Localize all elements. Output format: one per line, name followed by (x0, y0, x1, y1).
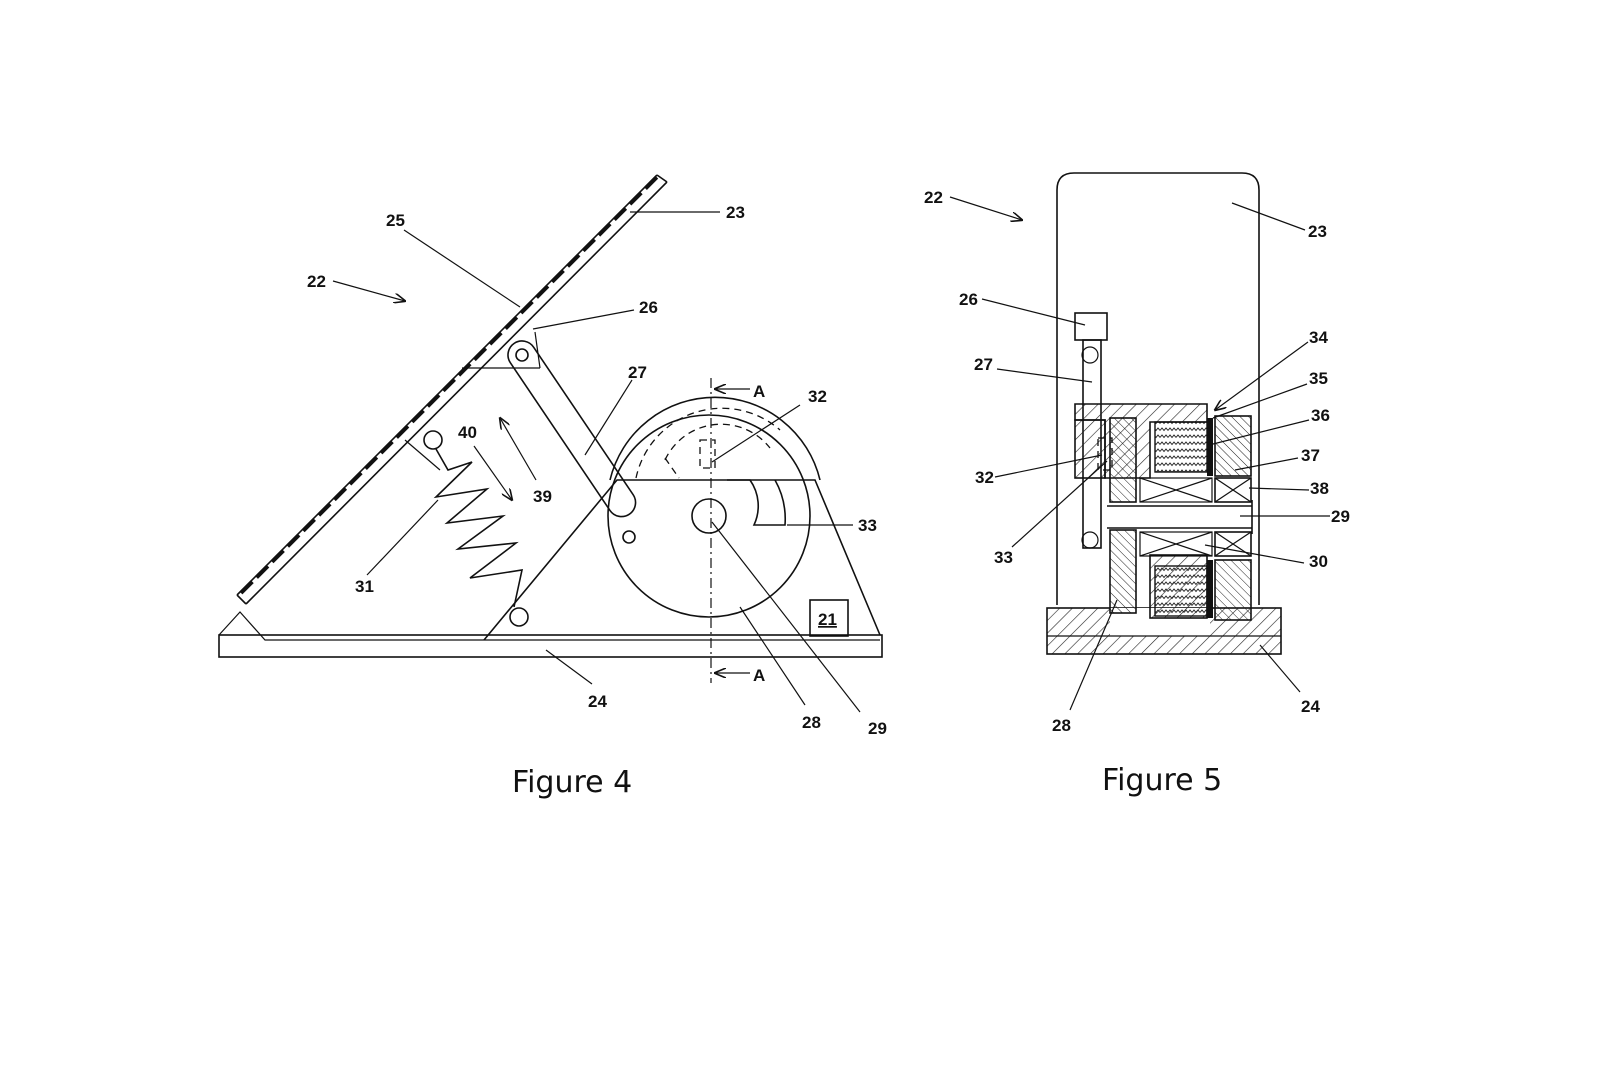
label-38: 38 (1310, 479, 1329, 498)
label-section-a-top: A (753, 382, 765, 401)
label-22: 22 (307, 272, 326, 291)
rotor-28-lower (1109, 529, 1137, 614)
label-29: 29 (868, 719, 887, 738)
housing-arc (609, 396, 821, 481)
bearing-30 (1139, 477, 1213, 557)
label-40: 40 (458, 423, 477, 442)
disc-37-upper (1214, 415, 1252, 477)
sensor-track (664, 423, 771, 461)
link-pin-upper (515, 348, 529, 362)
label-37: 37 (1301, 446, 1320, 465)
label-24: 24 (588, 692, 607, 711)
label-section-a-bottom: A (753, 666, 765, 685)
label-33-fig5: 33 (994, 548, 1013, 567)
link-pin-lower (622, 530, 636, 544)
shaft-29-section (1107, 500, 1253, 534)
label-26: 26 (639, 298, 658, 317)
label-27: 27 (628, 363, 647, 382)
control-unit-21 (809, 599, 849, 637)
figure-5: 22 23 26 27 34 35 36 37 32 38 29 33 30 2… (924, 172, 1350, 798)
housing-frame (483, 479, 881, 641)
coil-lower (1154, 565, 1208, 617)
shaft-29 (691, 498, 727, 534)
label-36: 36 (1311, 406, 1330, 425)
pivot-pin-upper (423, 430, 443, 450)
label-21: 21 (818, 610, 837, 629)
bracket-26 (1074, 312, 1108, 341)
coil-upper (1154, 421, 1208, 473)
label-39: 39 (533, 487, 552, 506)
armature-35-lower (1207, 560, 1213, 618)
tread-surface-25 (239, 172, 662, 595)
arrow-40 (473, 445, 512, 500)
bearing-38 (1214, 477, 1252, 503)
disc-37-lower (1214, 559, 1252, 621)
label-35: 35 (1309, 369, 1328, 388)
label-28-fig5: 28 (1052, 716, 1071, 735)
rotor-28-upper (1109, 417, 1137, 503)
magnet-sector-33 (727, 479, 787, 526)
caption-figure-4: Figure 4 (512, 765, 632, 800)
pivot-pin-lower (509, 607, 529, 627)
label-30: 30 (1309, 552, 1328, 571)
figure-4: 22 25 23 26 27 A 32 40 39 33 31 21 A 24 … (218, 172, 887, 800)
label-22-fig5: 22 (924, 188, 943, 207)
armature-35-upper (1207, 418, 1213, 476)
rotor-disc-28 (607, 414, 811, 618)
return-spring-31 (433, 448, 524, 608)
label-28: 28 (802, 713, 821, 732)
label-31: 31 (355, 577, 374, 596)
label-34: 34 (1309, 328, 1328, 347)
label-32: 32 (808, 387, 827, 406)
label-32-fig5: 32 (975, 468, 994, 487)
caption-figure-5: Figure 5 (1102, 763, 1222, 798)
link-arm-27 (507, 340, 637, 518)
arrow-39 (500, 418, 537, 481)
label-25: 25 (386, 211, 405, 230)
label-23-fig5: 23 (1308, 222, 1327, 241)
label-24-fig5: 24 (1301, 697, 1320, 716)
sensor-32-section (1097, 437, 1113, 471)
label-26-fig5: 26 (959, 290, 978, 309)
label-27-fig5: 27 (974, 355, 993, 374)
pedal-plate-23-front (1056, 172, 1260, 605)
label-23: 23 (726, 203, 745, 222)
sensor-32 (699, 439, 716, 469)
base-inner-line (218, 611, 880, 641)
label-33: 33 (858, 516, 877, 535)
base-plate-24 (218, 634, 883, 658)
pedal-plate-23 (236, 172, 668, 605)
label-29-fig5: 29 (1331, 507, 1350, 526)
